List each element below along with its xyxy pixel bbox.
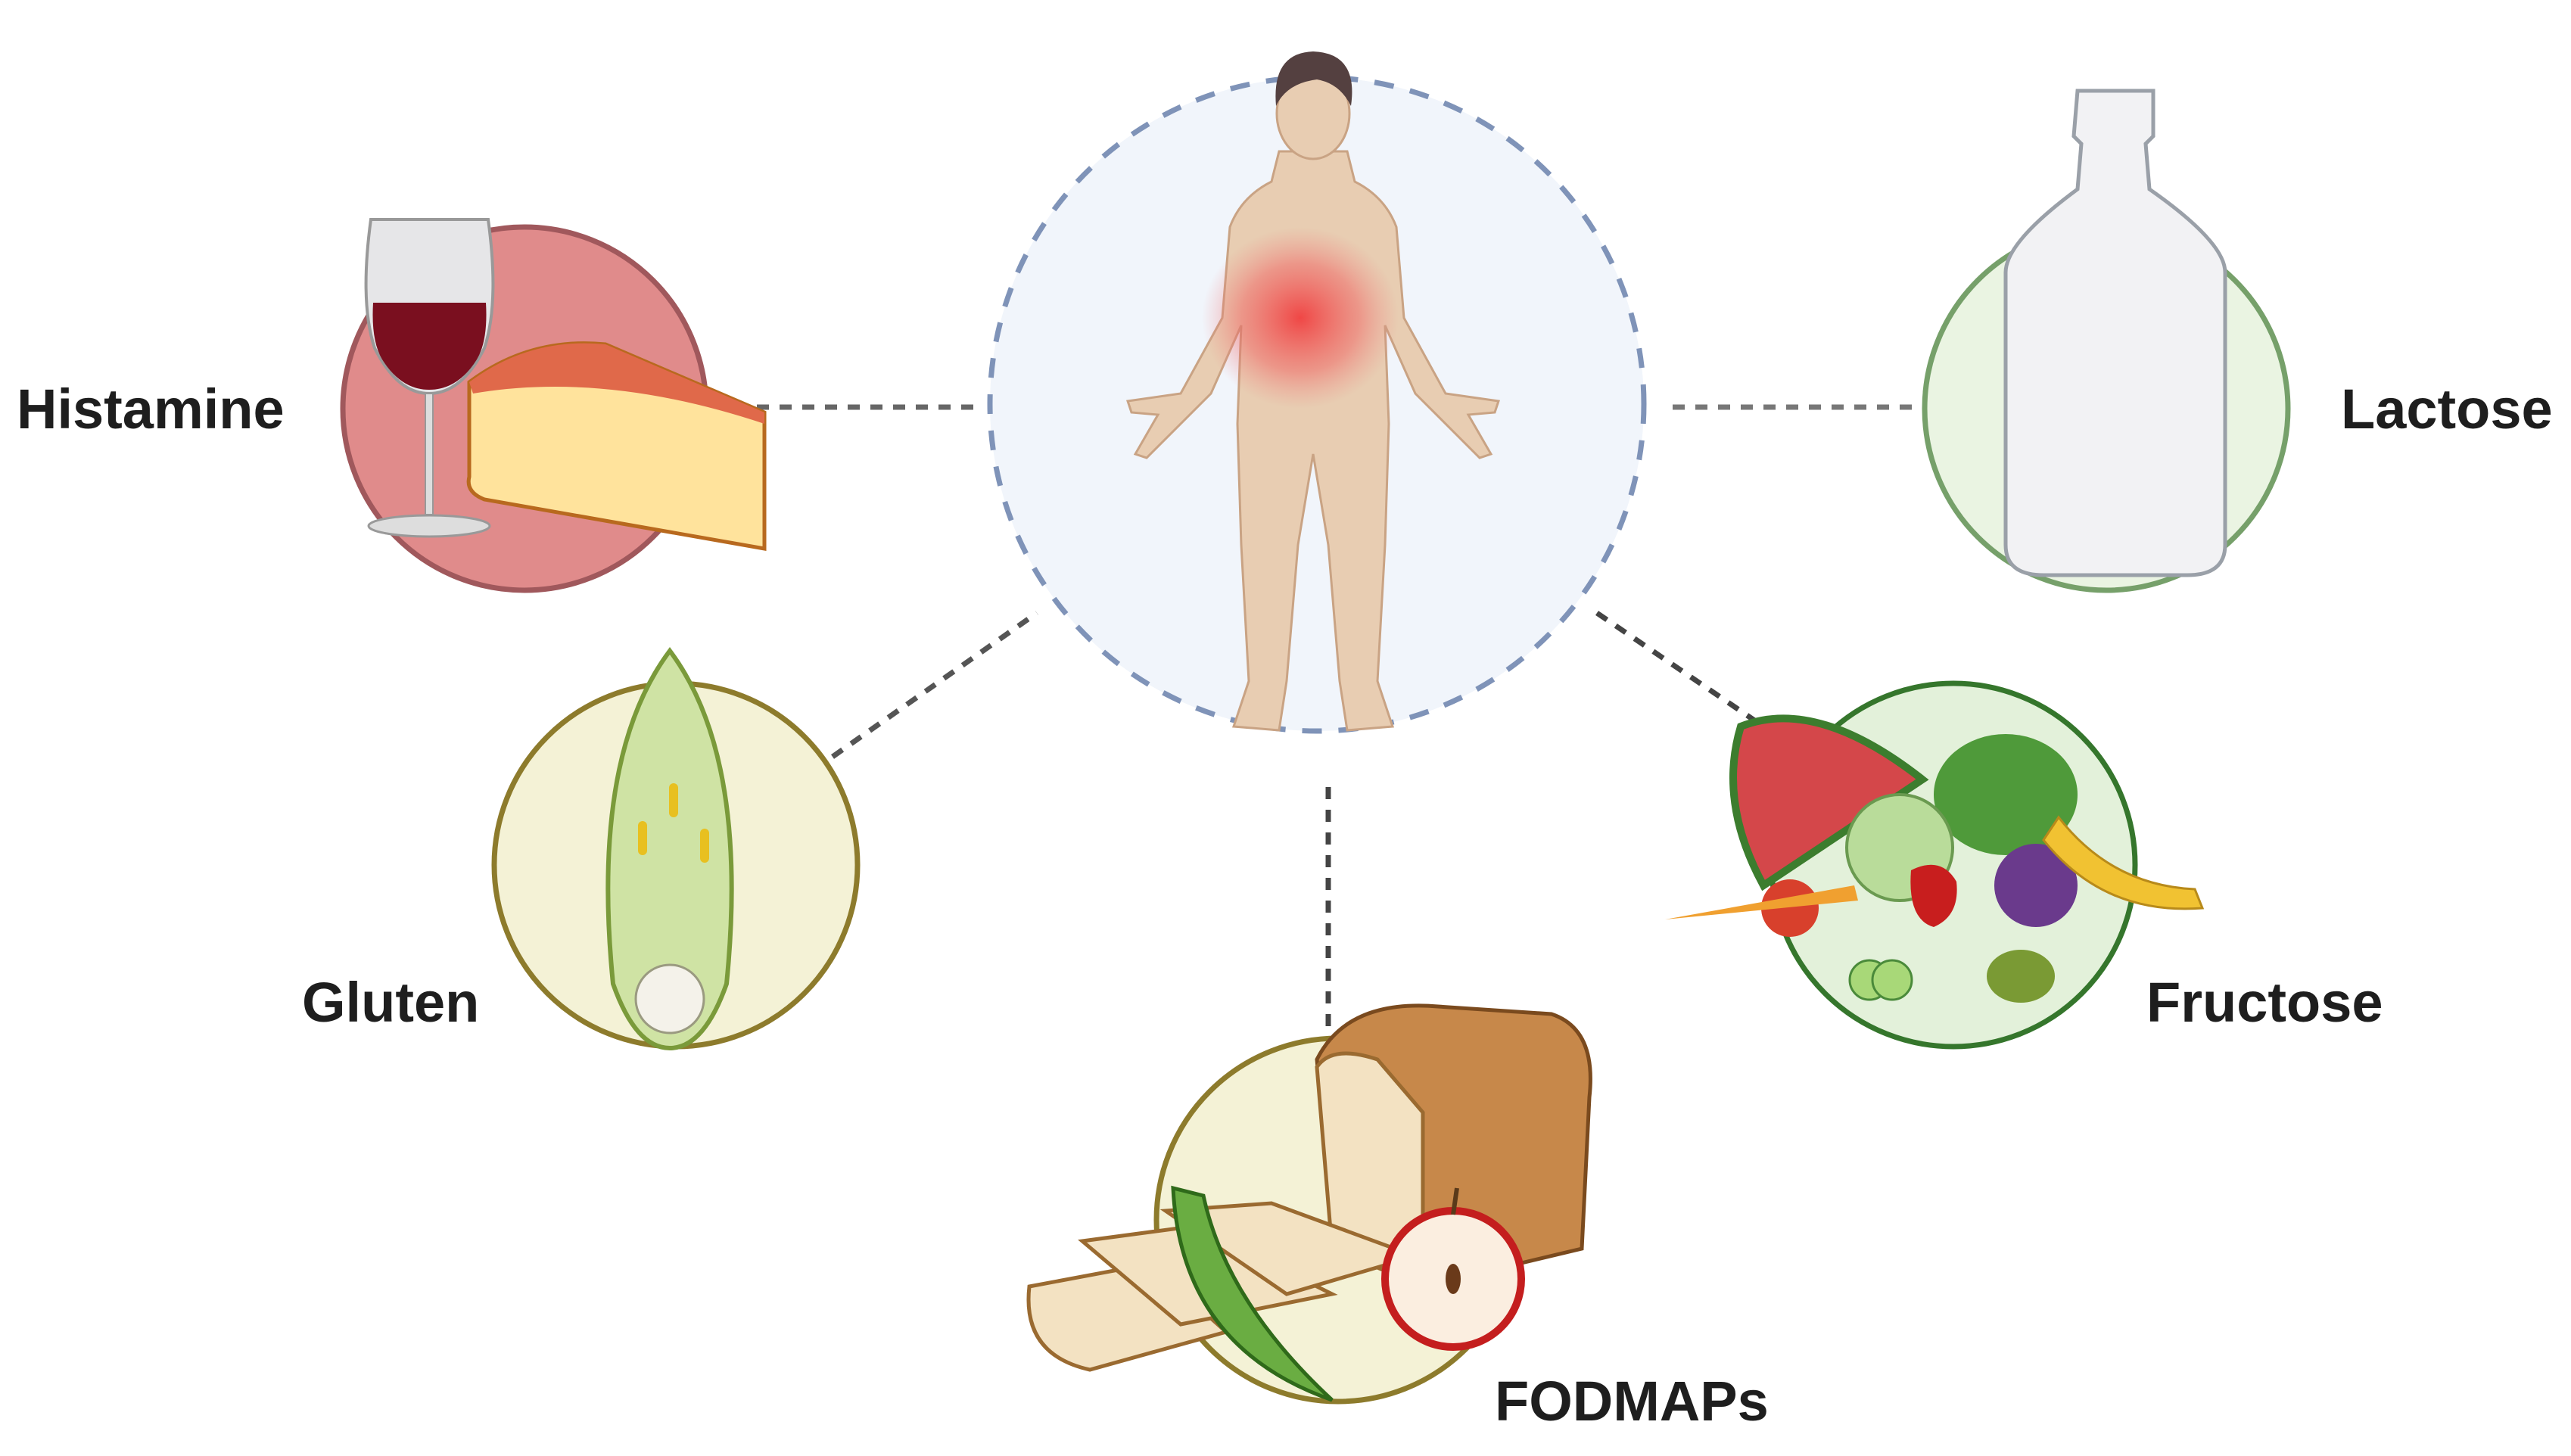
apple-icon [1381, 1187, 1525, 1351]
wheat-grain-icon [605, 646, 734, 1051]
human-body-icon [1126, 67, 1500, 732]
gluten-group: Gluten [302, 646, 861, 1051]
label-gluten: Gluten [302, 971, 479, 1034]
wine-glass-icon [364, 218, 495, 538]
cheese-icon [466, 341, 767, 551]
bread-icon [1026, 1003, 1592, 1372]
fruits-vegetables-icon [1665, 714, 2205, 1003]
pea-pod-icon [1171, 1185, 1334, 1402]
fructose-group: Fructose [1665, 680, 2383, 1050]
label-fructose: Fructose [2146, 971, 2383, 1034]
label-lactose: Lactose [2341, 378, 2553, 440]
histamine-group: Histamine [17, 218, 767, 593]
fodmaps-group: FODMAPs [1026, 1003, 1769, 1433]
connector-fructose [1595, 611, 1765, 729]
hair-icon [1275, 51, 1352, 106]
connector-lines [757, 404, 1926, 1037]
connector-gluten [830, 611, 1039, 759]
abdominal-pain-highlight [1202, 227, 1399, 409]
label-histamine: Histamine [17, 378, 285, 440]
center-body-circle [987, 51, 1647, 734]
milk-bottle-icon [2003, 89, 2227, 577]
label-fodmaps: FODMAPs [1495, 1370, 1769, 1433]
lactose-group: Lactose [1922, 89, 2553, 593]
